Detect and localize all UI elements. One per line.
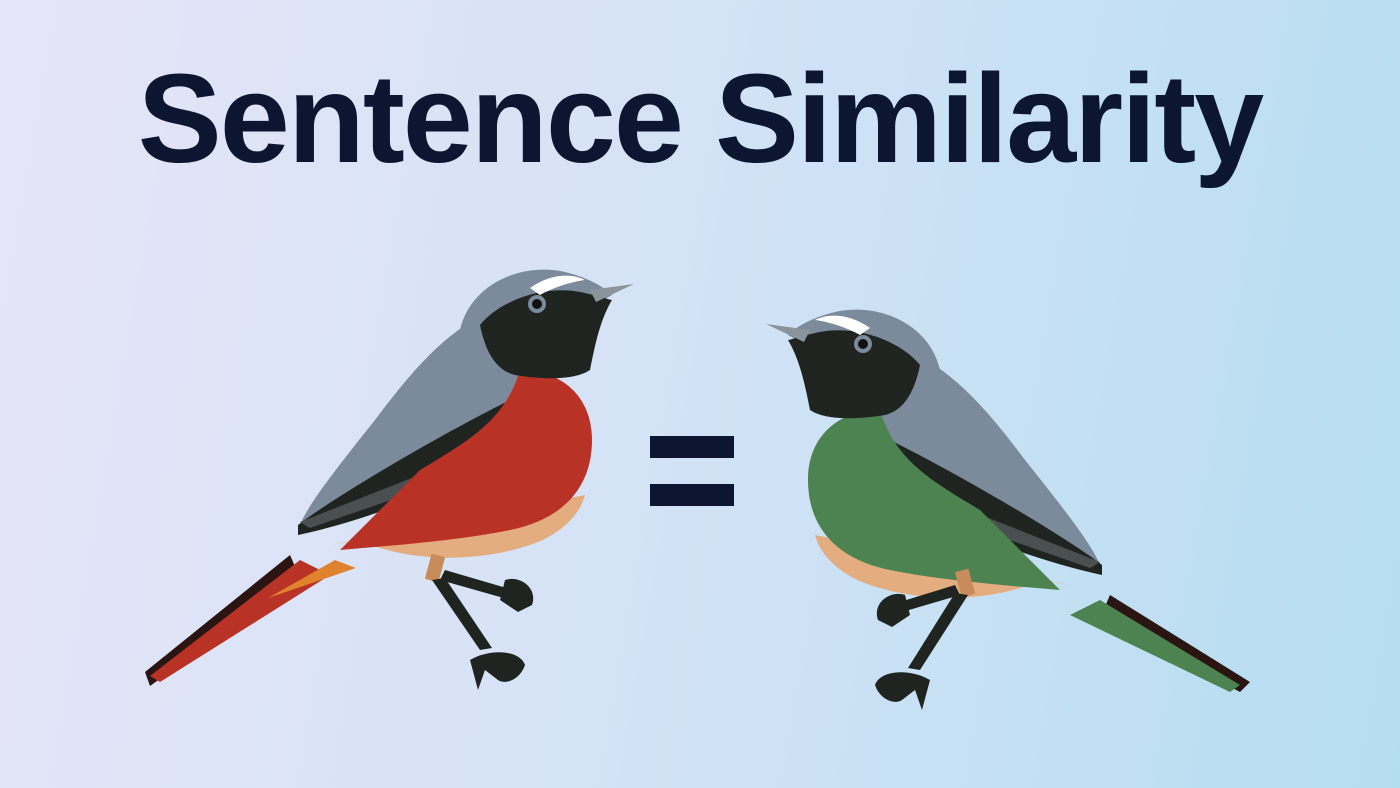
red-bird-brow: [530, 275, 585, 295]
green-bird-back: [855, 340, 1100, 568]
green-bird-tail-green: [1070, 600, 1240, 692]
page-title: Sentence Similarity: [137, 48, 1265, 189]
red-bird-leg-2: [440, 570, 520, 602]
green-bird-breast: [808, 410, 1060, 590]
equals-bottom-bar: [650, 484, 734, 506]
red-bird-beak: [590, 284, 634, 302]
red-bird-face: [480, 290, 612, 379]
green-bird-tail: [1100, 595, 1250, 692]
red-bird-foot-2: [500, 578, 534, 612]
green-bird-beak: [766, 324, 810, 342]
red-bird-back: [300, 300, 545, 528]
green-bird-foot: [875, 672, 930, 710]
equals-top-bar: [650, 436, 734, 458]
green-bird-leg-band: [954, 568, 976, 598]
equals-icon: [650, 436, 734, 506]
green-bird-brow: [815, 315, 870, 335]
red-bird-breast: [340, 370, 592, 550]
red-bird-leg: [432, 578, 492, 650]
red-bird-tail-orange: [268, 560, 356, 598]
red-bird-leg-band: [424, 553, 446, 583]
red-bird-foot: [470, 652, 525, 690]
green-bird-face: [788, 330, 920, 419]
green-bird-leg: [908, 593, 968, 670]
green-bird-foot-2: [876, 593, 910, 627]
